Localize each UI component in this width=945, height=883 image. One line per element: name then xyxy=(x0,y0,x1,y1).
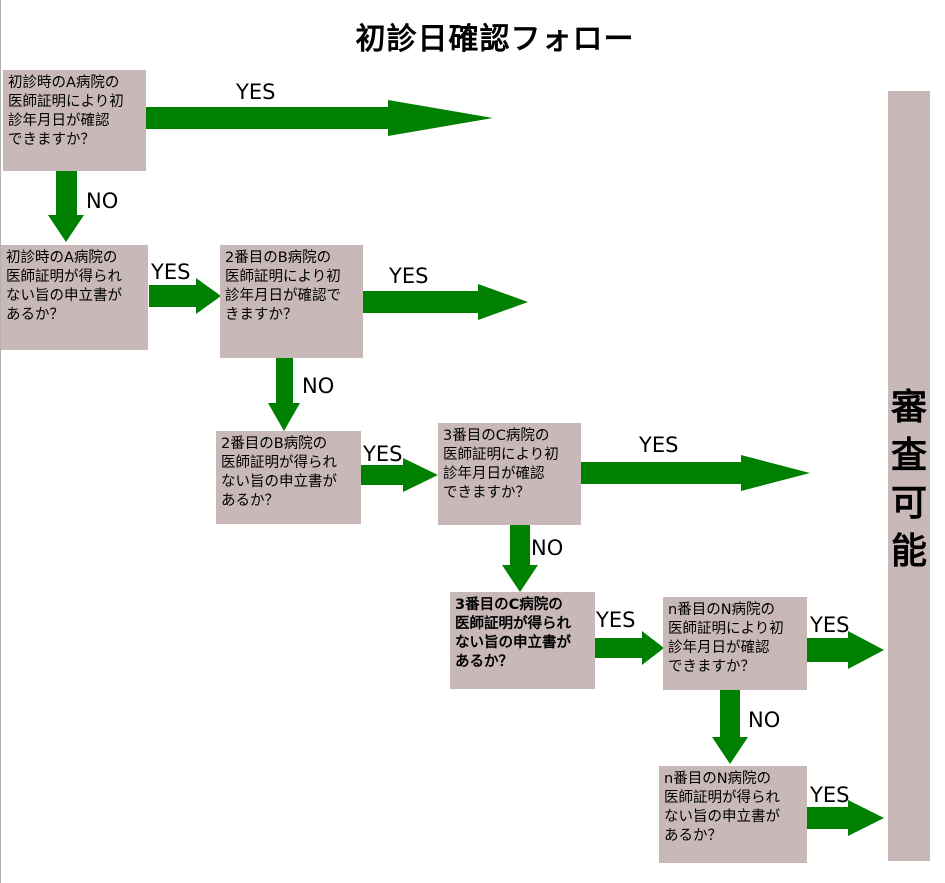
yes-label-6: YES xyxy=(596,608,636,632)
yes-arrow-1 xyxy=(146,100,493,136)
left-border-line xyxy=(0,0,1,883)
no-label-4: NO xyxy=(748,708,781,732)
yes-label-1: YES xyxy=(236,80,276,104)
yes-label-5: YES xyxy=(639,433,679,457)
no-arrow-4 xyxy=(712,690,748,764)
no-label-2: NO xyxy=(302,374,335,398)
result-box-review-possible: 審 査 可 能 xyxy=(888,91,930,861)
yes-arrow-7 xyxy=(807,631,884,669)
yes-label-7: YES xyxy=(810,613,850,637)
question-box-n-declaration: n番目のN病院の 医師証明が得られ ない旨の申立書が あるか？ xyxy=(659,766,807,863)
diagram-title: 初診日確認フォロー xyxy=(355,22,635,57)
question-box-n-cert: n番目のN病院の 医師証明により初 診年月日が確認 できますか？ xyxy=(663,597,807,690)
yes-label-8: YES xyxy=(810,783,850,807)
yes-arrow-4 xyxy=(361,458,438,492)
yes-arrow-3 xyxy=(363,284,528,320)
yes-arrow-5 xyxy=(581,455,810,491)
no-label-3: NO xyxy=(531,536,564,560)
question-box-a-cert: 初診時のA病院の 医師証明により初 診年月日が確認 できますか？ xyxy=(3,70,146,171)
question-box-c-cert: 3番目のC病院の 医師証明により初 診年月日が確認 できますか？ xyxy=(438,423,581,525)
yes-label-3: YES xyxy=(389,264,429,288)
yes-arrow-2 xyxy=(149,278,221,314)
no-label-1: NO xyxy=(86,189,119,213)
question-box-c-declaration: 3番目のC病院の 医師証明が得られ ない旨の申立書が あるか？ xyxy=(450,592,595,689)
result-text: 審 査 可 能 xyxy=(890,387,927,572)
no-arrow-1 xyxy=(48,171,84,242)
yes-label-4: YES xyxy=(363,442,403,466)
no-arrow-3 xyxy=(502,525,538,592)
no-arrow-2 xyxy=(268,358,300,431)
yes-arrow-6 xyxy=(595,631,664,665)
question-box-b-declaration: 2番目のB病院の 医師証明が得られ ない旨の申立書が あるか？ xyxy=(216,431,361,524)
question-box-b-cert: 2番目のB病院の 医師証明により初 診年月日が確認で きますか？ xyxy=(220,245,363,358)
yes-arrow-8 xyxy=(807,800,884,836)
yes-label-2: YES xyxy=(151,260,191,284)
question-box-a-declaration: 初診時のA病院の 医師証明が得られ ない旨の申立書が あるか？ xyxy=(1,245,148,350)
